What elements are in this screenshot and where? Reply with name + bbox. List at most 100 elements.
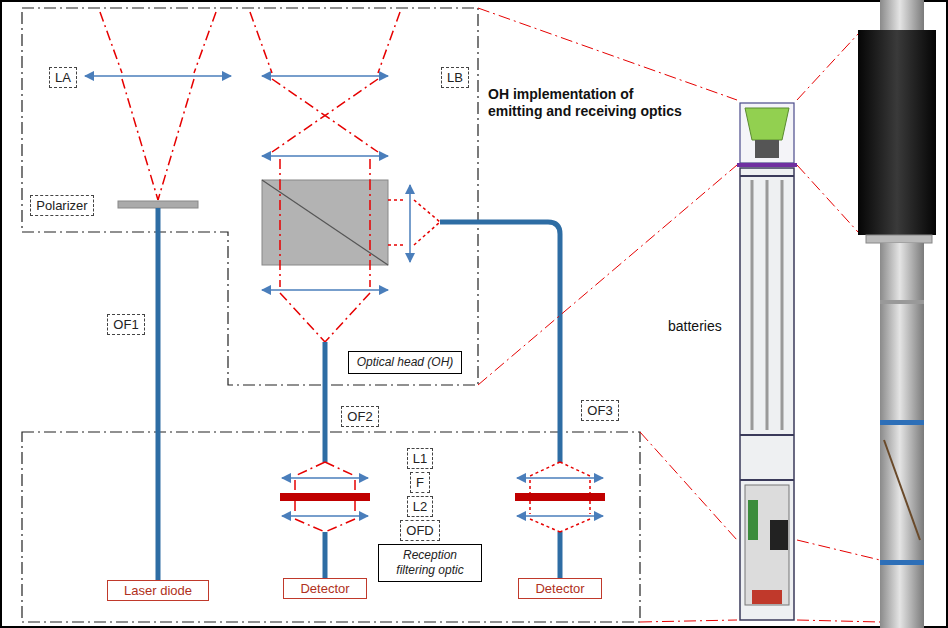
beam-ray <box>369 180 371 287</box>
zoom-line <box>797 165 858 232</box>
laser-box: Laser diode <box>107 580 209 601</box>
node-text: L2 <box>413 499 427 514</box>
beam-ray <box>122 79 158 200</box>
node-text: Reception filtering optic <box>383 548 477 578</box>
optical-fiber <box>558 532 563 578</box>
caption-note: OH implementation of emitting and receiv… <box>488 86 688 120</box>
photo-flange <box>866 235 932 243</box>
beam-ray <box>279 180 281 287</box>
beam-ray <box>414 222 440 245</box>
beam-ray <box>530 462 560 476</box>
lens-symbol <box>517 515 603 517</box>
beam-ray <box>272 79 378 152</box>
beam-ray <box>388 244 406 246</box>
fiber-label: OF2 <box>341 406 378 427</box>
beam-ray <box>325 519 355 532</box>
beam-ray <box>325 462 355 476</box>
beam-ray <box>354 501 356 514</box>
cad-board <box>748 500 758 540</box>
beam-splitter-cube <box>262 180 388 265</box>
beam-ray <box>388 199 406 201</box>
photo-tube <box>880 243 924 628</box>
beam-ray <box>100 12 122 73</box>
fiber-label: OF1 <box>107 314 144 335</box>
node-text: F <box>416 475 424 490</box>
filter-symbol <box>280 493 370 501</box>
polarizer-plate <box>118 201 198 208</box>
beam-splitter-diagonal <box>262 180 388 265</box>
lens-label: LA <box>49 67 77 88</box>
node-text: Optical head (OH) <box>357 355 454 370</box>
cad-plate <box>740 479 794 481</box>
beam-ray <box>414 200 440 222</box>
reflected-beam <box>388 200 440 245</box>
beam-ray <box>529 501 531 514</box>
photo-cable <box>884 440 920 540</box>
cad-body <box>740 168 794 620</box>
lens-symbol <box>409 185 411 262</box>
beam-ray <box>194 12 216 73</box>
beam-ray <box>294 480 296 493</box>
detector-box: Detector <box>283 578 366 599</box>
zoom-line <box>640 620 737 622</box>
cad-component <box>770 520 788 550</box>
cad-flange <box>737 163 797 167</box>
beam-ray <box>280 293 325 342</box>
beam-ray <box>378 12 400 73</box>
lens-symbol <box>282 515 368 517</box>
lens-symbol <box>85 75 231 77</box>
optical-fibers <box>158 208 560 580</box>
node-text: OFD <box>406 523 433 538</box>
cad-plate <box>740 175 794 177</box>
polarizer-label: Polarizer <box>30 195 93 216</box>
lens-symbol <box>262 289 388 291</box>
instrument-photo <box>858 0 936 628</box>
filter-symbol <box>515 493 605 501</box>
zoom-line <box>797 620 880 622</box>
lens-label: L1 <box>407 448 433 469</box>
node-text: LB <box>447 70 463 85</box>
node-text: OF1 <box>113 317 138 332</box>
photo-ring <box>880 300 924 304</box>
battery-rod <box>781 180 784 430</box>
node-text: L1 <box>413 451 427 466</box>
optical-fiber <box>323 342 328 462</box>
lens-label: LB <box>441 67 469 88</box>
reception-region <box>22 432 640 622</box>
zoom-line <box>478 165 737 385</box>
detector-box: Detector <box>518 578 601 599</box>
beam-ray <box>589 480 591 493</box>
received-beam <box>280 180 370 342</box>
zoom-line <box>797 34 858 100</box>
zoom-line <box>797 540 880 560</box>
beam-ray <box>325 293 370 342</box>
zoom-lines <box>478 8 880 622</box>
beam-ray <box>272 79 378 152</box>
node-text: Detector <box>535 581 584 596</box>
beam-ray <box>354 480 356 493</box>
node-text: Detector <box>300 581 349 596</box>
node-text: OF3 <box>587 403 612 418</box>
beam-ray <box>295 519 325 532</box>
beam-ray <box>560 519 590 532</box>
photo-tape <box>880 560 924 565</box>
optical-fiber <box>440 222 560 462</box>
fiber-label: OF3 <box>581 400 618 421</box>
part-label: batteries <box>668 318 722 335</box>
received-beam <box>250 12 400 180</box>
fiber-label: OFD <box>400 520 439 541</box>
lens-symbol <box>262 75 388 77</box>
group-label: Optical head (OH) <box>348 351 463 374</box>
cad-head-frame <box>740 103 794 163</box>
beam-ray <box>530 519 560 532</box>
zoom-line <box>640 432 737 540</box>
beam-ray <box>158 79 194 200</box>
battery-rod <box>766 180 769 430</box>
node-text: LA <box>55 70 71 85</box>
group-label: Reception filtering optic <box>378 544 482 582</box>
beam-ray <box>294 501 296 514</box>
beam-ray <box>589 501 591 514</box>
optical-head-region <box>22 8 478 385</box>
lens-symbol <box>517 477 603 479</box>
